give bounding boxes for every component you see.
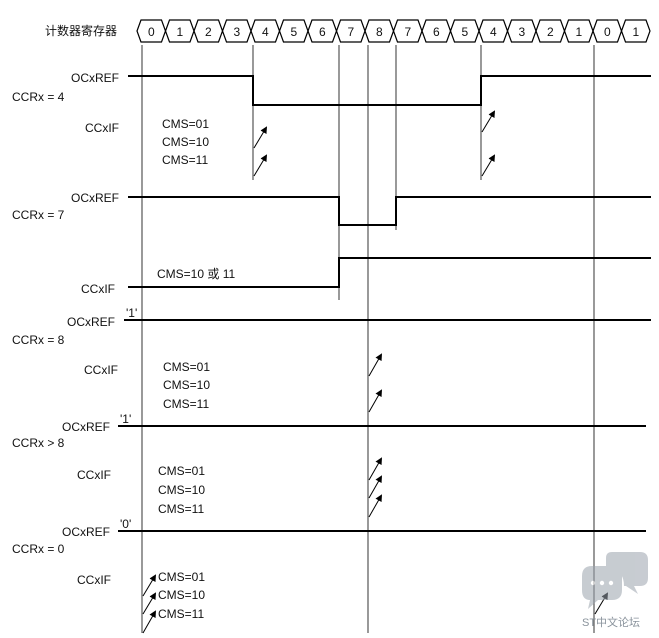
diagonal-up-arrow-icon	[481, 154, 496, 177]
section-ccrx-7: OCxREF CCRx = 7 CMS=10 或 11 CCxIF	[12, 191, 651, 296]
counter-cell: 0	[136, 19, 167, 43]
counter-value: 3	[233, 25, 240, 39]
counter-value: 3	[518, 25, 525, 39]
level-zero-label: '0'	[120, 517, 131, 531]
counter-cell: 2	[535, 19, 566, 43]
counter-value: 1	[632, 25, 639, 39]
cms-01: CMS=01	[158, 570, 205, 584]
counter-cell: 6	[421, 19, 452, 43]
ccxif-label: CCxIF	[84, 363, 118, 377]
ocxref-label: OCxREF	[71, 191, 119, 205]
ocxref-label: OCxREF	[62, 420, 110, 434]
counter-cell: 7	[392, 19, 423, 43]
cms-10-or-11: CMS=10 或 11	[157, 267, 235, 281]
counter-cell: 2	[193, 19, 224, 43]
counter-value: 0	[604, 25, 611, 39]
counter-cell: 1	[620, 19, 651, 43]
ccxif-label: CCxIF	[81, 282, 115, 296]
counter-register-label: 计数器寄存器	[45, 23, 117, 38]
ccrx-4-label: CCRx = 4	[12, 90, 65, 104]
counter-cell: 4	[250, 19, 281, 43]
counter-value: 4	[262, 25, 269, 39]
ccxif-label: CCxIF	[85, 121, 119, 135]
ocxref-waveform	[128, 75, 651, 106]
ocxref-waveform	[128, 196, 651, 226]
level-one-label: '1'	[120, 412, 131, 426]
counter-value: 1	[176, 25, 183, 39]
counter-cell: 6	[307, 19, 338, 43]
counter-cell: 5	[449, 19, 480, 43]
ccrx-8-label: CCRx = 8	[12, 333, 65, 347]
diagonal-up-arrow-icon	[368, 494, 382, 518]
section-ccrx-gt-8: '1' OCxREF CCRx > 8 CCxIF CMS=01 CMS=10 …	[12, 412, 646, 518]
diagonal-up-arrow-icon	[368, 457, 382, 481]
section-ccrx-0: '0' OCxREF CCRx = 0 CCxIF CMS=01 CMS=10 …	[12, 517, 646, 634]
cms-11: CMS=11	[158, 607, 204, 621]
diagonal-up-arrow-icon	[253, 126, 268, 149]
diagonal-up-arrow-icon	[142, 592, 157, 615]
cms-10: CMS=10	[162, 135, 209, 149]
counter-cell: 1	[563, 19, 594, 43]
watermark-text: ST中文论坛	[582, 615, 640, 629]
diagonal-up-arrow-icon	[253, 154, 268, 177]
ccrx-7-label: CCRx = 7	[12, 208, 65, 222]
counter-cell: 7	[335, 19, 366, 43]
watermark: ST中文论坛	[582, 552, 648, 629]
cms-10: CMS=10	[163, 378, 210, 392]
diagonal-up-arrow-icon	[142, 574, 157, 597]
counter-cell: 3	[221, 19, 252, 43]
counter-cell: 5	[278, 19, 309, 43]
cms-01: CMS=01	[158, 464, 205, 478]
counter-value: 2	[547, 25, 554, 39]
ocxref-label: OCxREF	[71, 71, 119, 85]
counter-register-row: 0 1 2 3 4 5 6 7 8 7 6 5 4 3 2 1 0 1	[136, 19, 651, 43]
diagonal-up-arrow-icon	[142, 610, 156, 634]
ccxif-label: CCxIF	[77, 573, 111, 587]
diagonal-up-arrow-icon	[481, 110, 496, 133]
ccxif-waveform	[128, 257, 651, 288]
counter-value: 0	[148, 25, 155, 39]
cms-01: CMS=01	[162, 117, 209, 131]
cms-11: CMS=11	[162, 153, 208, 167]
counter-value: 4	[490, 25, 497, 39]
level-one-label: '1'	[126, 306, 137, 320]
ocxref-label: OCxREF	[67, 315, 115, 329]
ccrx-0-label: CCRx = 0	[12, 542, 65, 556]
counter-cell: 0	[592, 19, 623, 43]
counter-value: 2	[205, 25, 212, 39]
counter-value: 6	[433, 25, 440, 39]
cms-10: CMS=10	[158, 483, 205, 497]
counter-value: 8	[376, 25, 383, 39]
counter-cell: 4	[478, 19, 509, 43]
counter-cell: 1	[164, 19, 195, 43]
counter-cell: 8	[364, 19, 395, 43]
section-ccrx-8: '1' OCxREF CCRx = 8 CCxIF CMS=01 CMS=10 …	[12, 306, 651, 413]
counter-value: 7	[404, 25, 411, 39]
cms-10: CMS=10	[158, 588, 205, 602]
ccxif-label: CCxIF	[77, 468, 111, 482]
cms-11: CMS=11	[163, 397, 209, 411]
section-ccrx-4: OCxREF CCRx = 4 CCxIF CMS=01 CMS=10 CMS=…	[12, 71, 651, 177]
counter-value: 1	[575, 25, 582, 39]
counter-cell: 3	[506, 19, 537, 43]
diagonal-up-arrow-icon	[368, 475, 382, 499]
ocxref-label: OCxREF	[62, 525, 110, 539]
diagonal-up-arrow-icon	[368, 389, 382, 413]
cms-01: CMS=01	[163, 360, 210, 374]
counter-value: 5	[461, 25, 468, 39]
counter-value: 5	[290, 25, 297, 39]
vertical-gridlines	[141, 45, 595, 633]
ccrx-gt-8-label: CCRx > 8	[12, 436, 65, 450]
counter-value: 7	[347, 25, 354, 39]
diagonal-up-arrow-icon	[368, 353, 382, 377]
chat-bubble-icon	[582, 552, 648, 609]
counter-value: 6	[319, 25, 326, 39]
cms-11: CMS=11	[158, 502, 204, 516]
